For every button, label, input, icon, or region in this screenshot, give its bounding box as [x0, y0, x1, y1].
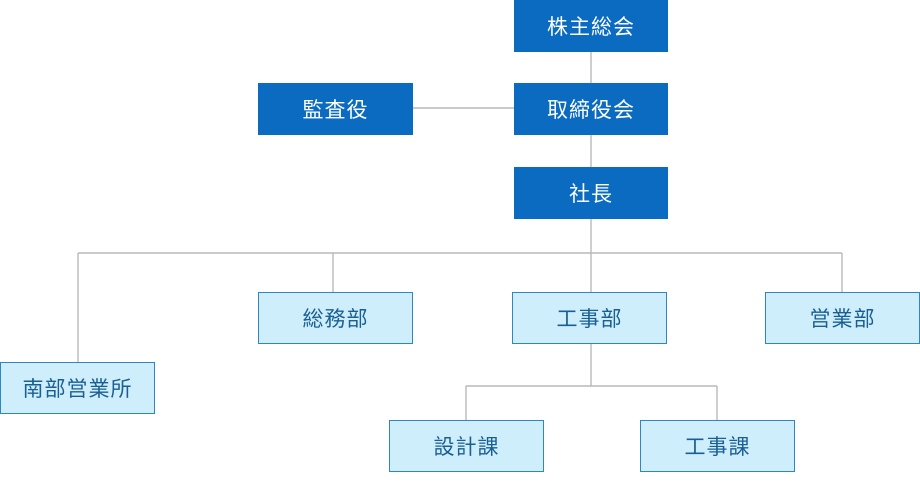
board-of-directors-label: 取締役会 — [547, 98, 635, 122]
construction-dept-label: 工事部 — [556, 307, 623, 331]
south-sales-office-box: 南部営業所 — [0, 362, 155, 414]
design-section-label: 設計課 — [433, 435, 500, 459]
design-section-box: 設計課 — [389, 420, 544, 472]
sales-dept-label: 営業部 — [809, 307, 876, 331]
shareholders-meeting-label: 株主総会 — [547, 15, 635, 39]
sales-dept-box: 営業部 — [765, 292, 920, 344]
auditor-box: 監査役 — [258, 83, 413, 135]
south-sales-office-label: 南部営業所 — [22, 377, 133, 401]
shareholders-meeting-box: 株主総会 — [514, 0, 668, 52]
board-of-directors-box: 取締役会 — [514, 83, 668, 135]
president-box: 社長 — [514, 167, 668, 219]
construction-section-box: 工事課 — [640, 420, 795, 472]
general-affairs-box: 総務部 — [258, 292, 413, 344]
general-affairs-label: 総務部 — [302, 307, 369, 331]
auditor-label: 監査役 — [302, 98, 369, 122]
president-label: 社長 — [569, 182, 613, 206]
construction-dept-box: 工事部 — [512, 292, 667, 344]
construction-section-label: 工事課 — [684, 435, 751, 459]
